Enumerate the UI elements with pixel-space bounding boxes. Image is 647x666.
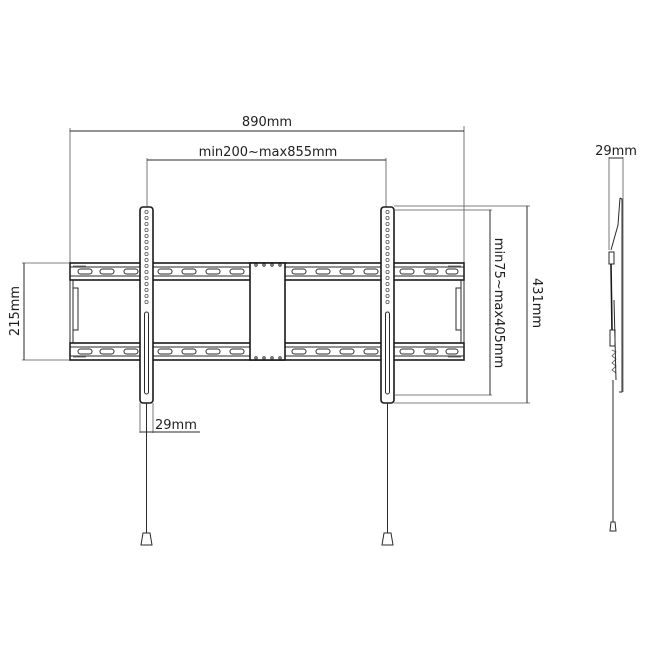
profile-depth-dimension: 29mm [595,144,637,392]
center-wall-plate [249,262,286,361]
left-end-cap [69,263,86,360]
side-profile [608,197,623,532]
right-safety-foot [381,532,394,546]
arm-width-dimension: 29mm [139,403,200,433]
vesa-vertical-label: min75~max405mm [491,238,506,368]
vesa-horizontal-label: min200~max855mm [199,145,338,160]
left-safety-foot [140,532,153,546]
vesa-horizontal-dimension: min200~max855mm [146,145,387,208]
frame-height-label: 215mm [8,286,23,336]
top-rail-slots [77,268,459,275]
wall-plate-frame [69,262,465,361]
side-view: 29mm [595,144,637,532]
profile-depth-label: 29mm [595,144,637,159]
right-vertical-arm [380,206,395,546]
left-arm-holes [144,209,149,304]
vesa-vertical-dimension: min75~max405mm [394,209,506,396]
frame-height-dimension: 215mm [8,262,72,361]
arm-height-dimension: 431mm [394,205,544,404]
overall-width-dimension: 890mm [69,115,465,268]
left-vertical-arm [139,206,154,546]
side-safety-foot [609,521,617,532]
right-arm-holes [385,209,390,304]
right-end-cap [448,263,465,360]
arm-height-label: 431mm [529,278,544,328]
arm-width-label: 29mm [155,418,197,433]
front-view: 890mm min200~max855mm 215mm [8,115,544,546]
bottom-rail-slots [77,348,459,355]
overall-width-label: 890mm [242,115,292,130]
